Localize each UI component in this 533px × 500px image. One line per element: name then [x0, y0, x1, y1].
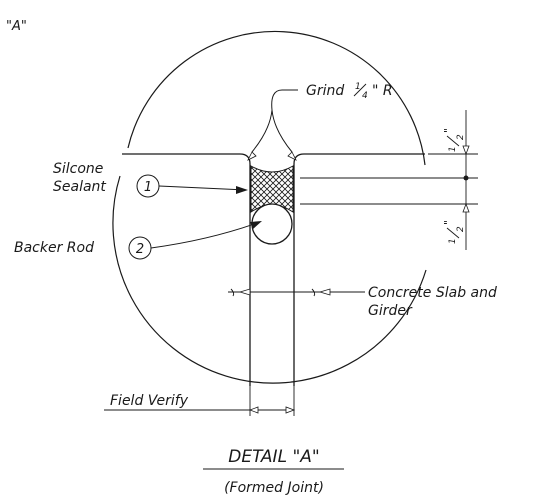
detail-subtitle: (Formed Joint) [224, 480, 324, 496]
detail-circle-upper-arc [127, 30, 426, 166]
field-verify-label: Field Verify [110, 393, 189, 409]
silicone-label-line2: Sealant [53, 179, 106, 195]
detail-circle-lower-arc [112, 175, 427, 384]
detail-title: DETAIL "A" [228, 447, 319, 467]
grind-fraction-num: 1 [355, 82, 361, 92]
sealant-leader-arrow [236, 186, 248, 194]
field-verify-dimension [104, 386, 296, 416]
sealant-leader [158, 185, 247, 191]
dim-upper-half-inch: 1 2 " [442, 128, 466, 152]
concrete-label-line2: Girder [368, 303, 413, 319]
concrete-slab-outline [122, 153, 425, 386]
backer-rod-label: Backer Rod [14, 240, 94, 256]
callout-1: 1 [144, 180, 152, 195]
grind-suffix: " R [372, 83, 393, 99]
callout-2: 2 [136, 242, 144, 257]
svg-text:": " [442, 128, 455, 133]
dim-lower-half-inch: 1 2 " [442, 220, 466, 244]
silicone-label-line1: Silcone [53, 161, 103, 177]
svg-text:": " [442, 220, 455, 225]
svg-text:1: 1 [448, 146, 458, 152]
grind-fraction-bar [353, 83, 367, 97]
grind-radius-leader [247, 89, 298, 161]
svg-text:2: 2 [456, 226, 466, 232]
grind-label: Grind [306, 83, 344, 99]
svg-text:2: 2 [456, 134, 466, 140]
grind-fraction-den: 4 [362, 91, 368, 101]
backer-rod-leader-arrow [250, 221, 262, 229]
backer-rod-leader [150, 221, 261, 249]
svg-text:1: 1 [448, 238, 458, 244]
vertical-dimensions [300, 110, 478, 250]
concrete-label-line1: Concrete Slab and [368, 285, 497, 301]
corner-label: "A" [6, 19, 27, 34]
concrete-leader [228, 288, 365, 297]
